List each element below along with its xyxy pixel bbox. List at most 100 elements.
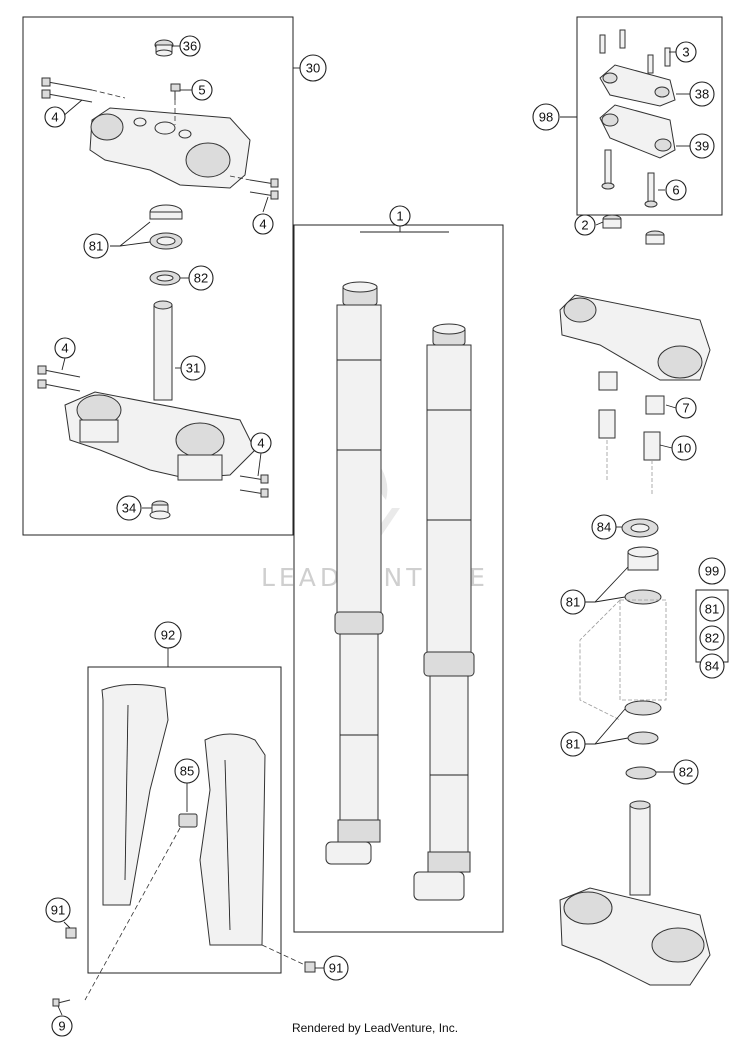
callout-84: 84 bbox=[591, 514, 617, 540]
callout-1: 1 bbox=[389, 205, 411, 227]
svg-text:34: 34 bbox=[122, 501, 136, 516]
svg-text:4: 4 bbox=[257, 436, 264, 451]
svg-text:84: 84 bbox=[597, 520, 611, 535]
svg-text:99: 99 bbox=[705, 564, 719, 579]
svg-text:92: 92 bbox=[161, 628, 175, 643]
nut-36 bbox=[154, 39, 174, 57]
callout-4: 4 bbox=[250, 432, 272, 454]
callout-81: 81 bbox=[560, 731, 586, 757]
callout-81: 81 bbox=[699, 596, 725, 622]
callout-84: 84 bbox=[699, 653, 725, 679]
upper-clamp-bolts bbox=[41, 77, 279, 200]
left-fork-guard bbox=[101, 683, 169, 906]
callout-31: 31 bbox=[180, 355, 206, 381]
callout-36: 36 bbox=[179, 35, 201, 57]
upper-triple-clamp bbox=[89, 107, 251, 189]
svg-text:91: 91 bbox=[329, 961, 343, 976]
callout-91: 91 bbox=[323, 955, 349, 981]
lower-clamp-bolts bbox=[37, 365, 269, 498]
bushing-7 bbox=[598, 371, 665, 415]
group-box-92 bbox=[87, 666, 282, 974]
callout-91: 91 bbox=[45, 897, 71, 923]
upper-clamp-cap-38 bbox=[599, 64, 676, 107]
right-lower-clamp bbox=[559, 800, 711, 986]
svg-text:4: 4 bbox=[61, 341, 68, 356]
right-fork-guard bbox=[199, 733, 266, 946]
svg-text:85: 85 bbox=[180, 764, 194, 779]
callout-4: 4 bbox=[44, 106, 66, 128]
group-box-30 bbox=[22, 16, 294, 536]
left-fork-leg bbox=[325, 281, 384, 865]
nut-2 bbox=[602, 214, 665, 245]
callout-2: 2 bbox=[574, 214, 596, 236]
svg-text:81: 81 bbox=[566, 737, 580, 752]
right-upper-clamp bbox=[559, 294, 711, 381]
svg-text:4: 4 bbox=[51, 110, 58, 125]
screw-9 bbox=[52, 998, 71, 1007]
callout-3: 3 bbox=[675, 41, 697, 63]
screw-91 bbox=[65, 927, 316, 973]
svg-text:30: 30 bbox=[306, 61, 320, 76]
clamp-base-39 bbox=[599, 104, 676, 159]
callout-4: 4 bbox=[54, 337, 76, 359]
footer-credit: Rendered by LeadVenture, Inc. bbox=[291, 1021, 459, 1035]
callout-39: 39 bbox=[689, 133, 715, 159]
svg-text:81: 81 bbox=[705, 602, 719, 617]
svg-text:39: 39 bbox=[695, 139, 709, 154]
svg-text:5: 5 bbox=[198, 83, 205, 98]
callout-10: 10 bbox=[671, 435, 697, 461]
svg-text:36: 36 bbox=[183, 39, 197, 54]
callout-82: 82 bbox=[673, 759, 699, 785]
svg-text:2: 2 bbox=[581, 218, 588, 233]
svg-text:1: 1 bbox=[396, 209, 403, 224]
right-fork-leg bbox=[413, 323, 475, 901]
svg-text:9: 9 bbox=[58, 1019, 65, 1034]
svg-text:84: 84 bbox=[705, 659, 719, 674]
steering-head-ghost bbox=[579, 599, 667, 721]
svg-text:4: 4 bbox=[259, 217, 266, 232]
seal-82 bbox=[149, 270, 181, 286]
svg-text:38: 38 bbox=[695, 87, 709, 102]
svg-text:3: 3 bbox=[682, 45, 689, 60]
bearing-81-right bbox=[624, 546, 662, 780]
callout-9: 9 bbox=[51, 1015, 73, 1037]
callout-82: 82 bbox=[699, 625, 725, 651]
leader-lines bbox=[57, 45, 690, 1016]
svg-text:6: 6 bbox=[672, 183, 679, 198]
svg-text:82: 82 bbox=[705, 631, 719, 646]
svg-text:98: 98 bbox=[539, 110, 553, 125]
callout-81: 81 bbox=[83, 233, 109, 259]
callout-5: 5 bbox=[191, 79, 213, 101]
callout-30: 30 bbox=[299, 54, 327, 82]
svg-text:81: 81 bbox=[89, 239, 103, 254]
callout-81: 81 bbox=[560, 589, 586, 615]
callout-34: 34 bbox=[116, 495, 142, 521]
svg-text:81: 81 bbox=[566, 595, 580, 610]
callout-99: 99 bbox=[698, 557, 726, 585]
pin-10 bbox=[598, 409, 661, 495]
clamp-bolts-3 bbox=[599, 29, 671, 74]
callout-4: 4 bbox=[252, 213, 274, 235]
callout-82: 82 bbox=[188, 265, 214, 291]
callout-38: 38 bbox=[689, 81, 715, 107]
callout-85: 85 bbox=[174, 758, 200, 784]
lower-triple-clamp bbox=[64, 300, 256, 481]
callout-6: 6 bbox=[665, 179, 687, 201]
svg-text:31: 31 bbox=[186, 361, 200, 376]
bearing-81-upper bbox=[149, 204, 183, 250]
callout-92: 92 bbox=[154, 621, 182, 649]
group-box-98 bbox=[576, 16, 723, 216]
callout-7: 7 bbox=[675, 397, 697, 419]
svg-text:82: 82 bbox=[679, 765, 693, 780]
seal-84 bbox=[621, 518, 659, 538]
svg-text:82: 82 bbox=[194, 271, 208, 286]
svg-text:7: 7 bbox=[682, 401, 689, 416]
clamp-bolts-6 bbox=[601, 149, 658, 208]
nut-34 bbox=[149, 500, 171, 520]
svg-text:10: 10 bbox=[677, 441, 691, 456]
svg-text:91: 91 bbox=[51, 903, 65, 918]
bolt-5 bbox=[170, 83, 181, 125]
clip-85 bbox=[84, 813, 198, 1001]
callout-98: 98 bbox=[532, 103, 560, 131]
